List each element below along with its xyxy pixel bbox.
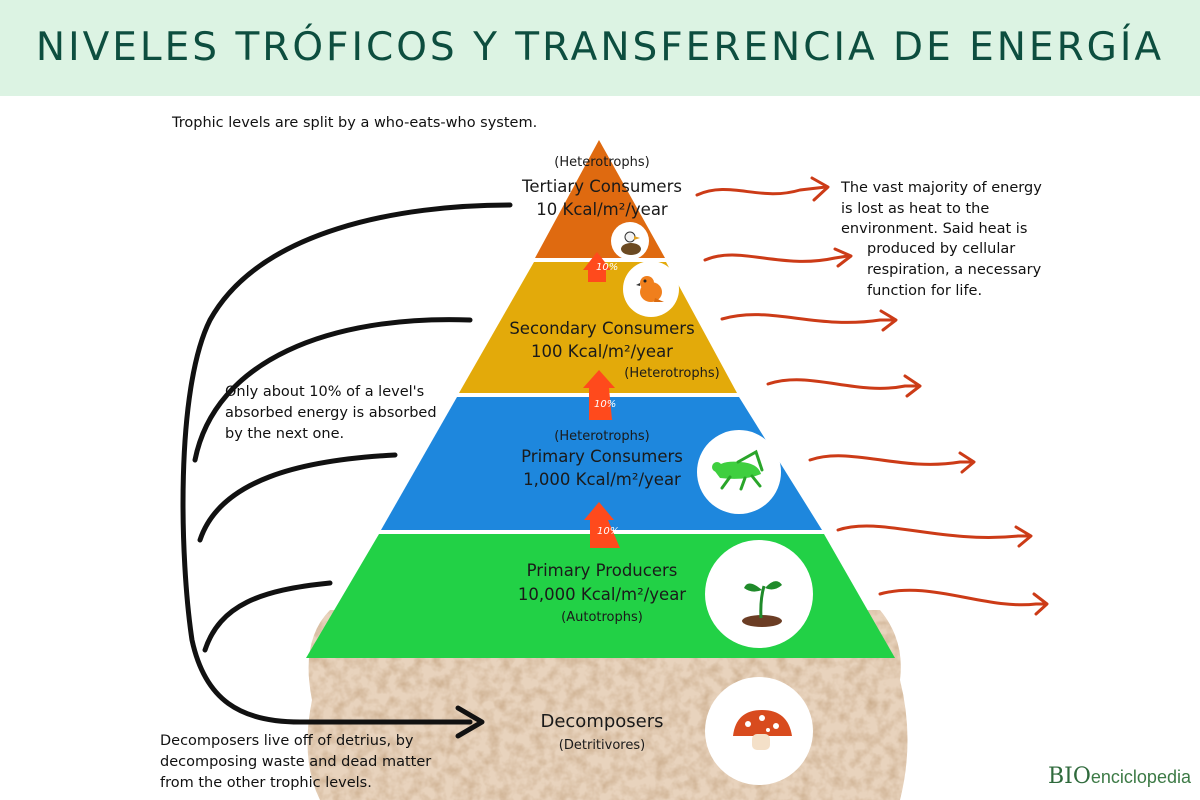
eagle-icon (611, 222, 649, 260)
grasshopper-icon (697, 430, 781, 514)
primary-consumers-type: (Heterotrophs) (554, 429, 650, 444)
transfer-label: 10% (594, 399, 617, 410)
heat-loss-arrow (720, 309, 898, 332)
logo-word: enciclopedia (1090, 767, 1191, 787)
producers-energy: 10,000 Kcal/m²/year (517, 585, 687, 604)
logo-mark: BIO (1048, 764, 1091, 789)
transfer-arrow (583, 252, 611, 282)
decomposers-type: (Detritivores) (558, 738, 646, 753)
heat-note-line: is lost as heat to the (841, 201, 990, 217)
producers-type: (Autotrophs) (561, 610, 643, 625)
heat-loss-arrow (766, 374, 922, 398)
intro-note: Trophic levels are split by a who-eats-w… (172, 115, 538, 131)
tertiary-energy: 10 Kcal/m²/year (536, 200, 668, 219)
heat-note-line: The vast majority of energy (841, 180, 1042, 196)
secondary-name: Secondary Consumers (509, 319, 695, 338)
producers-name: Primary Producers (526, 561, 678, 580)
transfer-arrow (583, 370, 615, 420)
primary-consumers-energy: 1,000 Kcal/m²/year (523, 470, 681, 489)
transfer-label: 10% (597, 526, 620, 537)
transfer-label: 10% (596, 262, 619, 273)
ten-percent-note-line: Only about 10% of a level's (225, 384, 425, 400)
heat-note-line: function for life. (867, 283, 983, 299)
heat-loss-arrow (878, 588, 1049, 616)
heat-note-line: produced by cellular (867, 241, 1016, 257)
tertiary-type: (Heterotrophs) (554, 155, 650, 170)
decomposers-note-line: Decomposers live off of detrius, by (160, 733, 414, 749)
heat-loss-arrow (836, 524, 1033, 548)
decomposers-note-line: decomposing waste and dead matter (160, 754, 432, 770)
secondary-energy: 100 Kcal/m²/year (531, 342, 673, 361)
decomposers-name: Decomposers (540, 711, 664, 732)
mushroom-icon (705, 677, 813, 785)
heat-loss-arrow (808, 451, 976, 474)
primary-consumers-name: Primary Consumers (521, 447, 683, 466)
heat-note-line: respiration, a necessary (867, 262, 1042, 278)
heat-loss-arrow (695, 176, 830, 202)
secondary-type: (Heterotrophs) (624, 366, 720, 381)
decomposers-note-line: from the other trophic levels. (160, 775, 372, 791)
page-title: NIVELES TRÓFICOS Y TRANSFERENCIA DE ENER… (35, 25, 1165, 70)
heat-note-line: environment. Said heat is (841, 221, 1028, 237)
header-banner: NIVELES TRÓFICOS Y TRANSFERENCIA DE ENER… (0, 0, 1200, 96)
bird-icon (623, 261, 679, 317)
ten-percent-note-line: by the next one. (225, 426, 345, 442)
bioenciclopedia-logo: BIOenciclopedia (1048, 764, 1191, 789)
sprout-icon (705, 540, 813, 648)
heat-loss-arrow (703, 247, 853, 268)
detritus-arrows (180, 202, 513, 739)
transfer-arrow (584, 502, 620, 548)
ten-percent-note-line: absorbed energy is absorbed (225, 405, 437, 421)
tertiary-name: Tertiary Consumers (522, 177, 682, 196)
